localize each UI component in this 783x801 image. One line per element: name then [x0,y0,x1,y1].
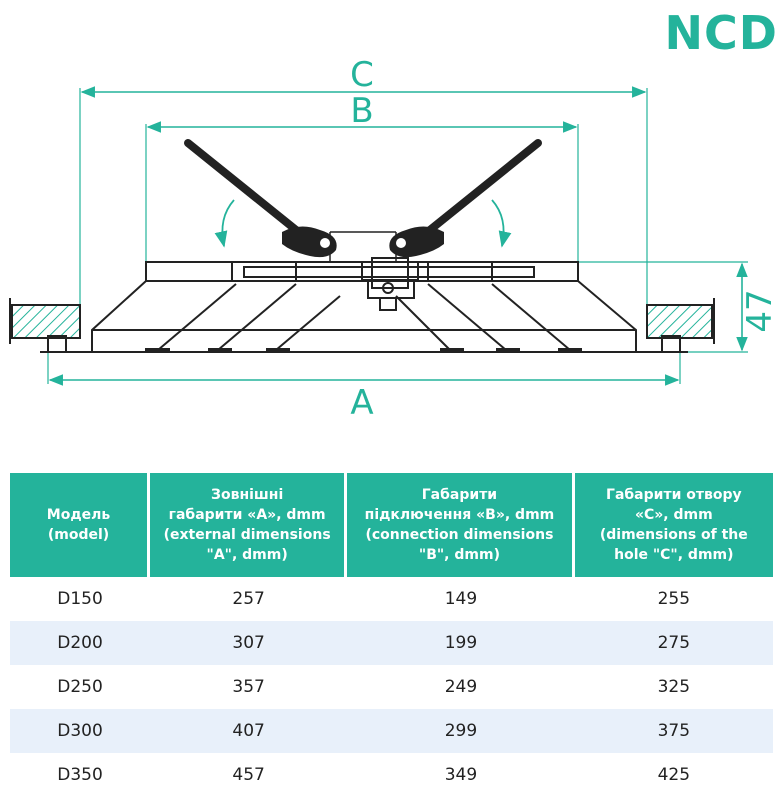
dim-label-height: 47 [740,289,780,332]
cell-a: 307 [150,621,348,665]
cell-c: 425 [657,765,691,785]
dim-label-b: B [350,91,373,131]
cell-a: 357 [232,677,265,697]
cell-c: 375 [574,709,773,753]
cell-b: 149 [444,589,478,609]
dim-label-c: C [350,55,374,95]
cell-a: 407 [150,709,348,753]
cell-model: D150 [57,589,103,609]
header-hole-dimensions: Габарити отвору«С», dmm(dimensions of th… [574,473,773,577]
cell-model: D200 [10,621,151,665]
cell-model: D350 [57,765,103,785]
cell-a: 457 [232,765,265,785]
cell-model: D250 [57,677,103,697]
table-row: D200 307 199 275 [10,621,773,665]
header-model: Модель(model) [10,473,151,577]
table-row: D150 257 149 255 [10,577,773,621]
adjustment-levers [184,139,542,258]
diffuser-body [40,231,688,353]
cell-b: 349 [444,765,478,785]
extension-lines [47,88,748,384]
cell-b: 299 [347,709,575,753]
brand-logo: NCD [664,6,778,60]
table-row: D350 457 349 425 [10,753,773,797]
cell-c: 275 [574,621,773,665]
technical-drawing: C B A 47 [9,55,780,423]
dim-label-a: A [350,383,373,423]
cell-c: 325 [657,677,691,697]
wall-section-left [9,298,81,344]
rotation-arrow-right [491,199,512,248]
table-row: D250 357 249 325 [10,665,773,709]
table-row: D300 407 299 375 [10,709,773,753]
cell-model: D300 [10,709,151,753]
cell-b: 199 [347,621,575,665]
cell-a: 257 [232,589,265,609]
cell-b: 249 [444,677,478,697]
rotation-arrow-left [214,199,235,248]
cell-c: 255 [657,589,691,609]
